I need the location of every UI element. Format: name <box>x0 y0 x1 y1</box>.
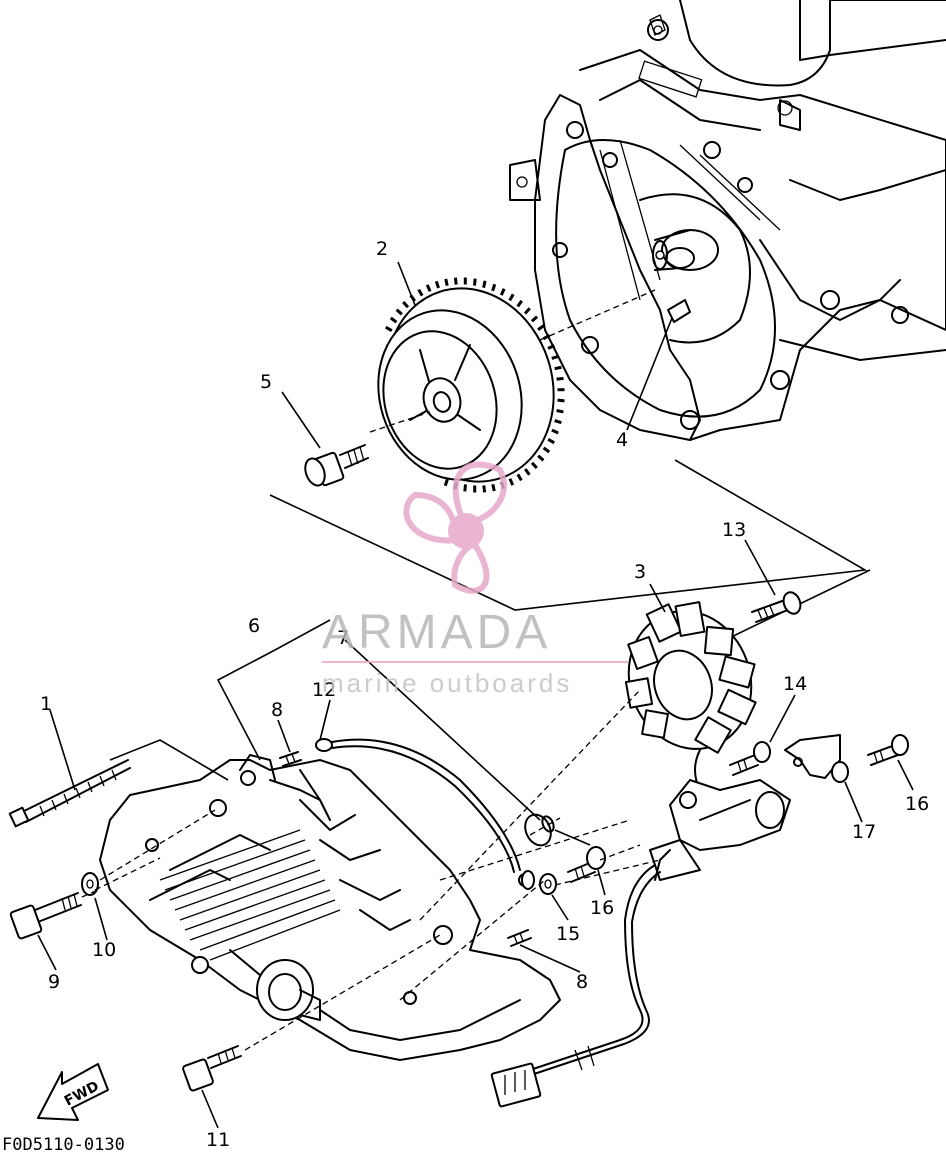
gear-tooth <box>554 365 562 371</box>
gear-tooth <box>530 315 539 323</box>
gear-tooth <box>556 376 564 381</box>
gear-tooth <box>434 280 440 289</box>
callout-10: 10 <box>92 939 116 961</box>
callout-6: 6 <box>248 615 260 637</box>
callout-14: 14 <box>783 673 807 695</box>
alignment-lines <box>81 689 661 1051</box>
callout-11: 11 <box>206 1129 230 1151</box>
gear-tooth <box>547 438 555 445</box>
gear-tooth <box>395 308 403 316</box>
washer-15 <box>539 873 557 895</box>
bracket-screw <box>567 846 606 883</box>
callout-2: 2 <box>376 238 388 260</box>
cord-bracket <box>784 734 909 783</box>
brand-watermark: ARMADA marine outboards <box>322 461 628 698</box>
gear-tooth <box>551 428 559 435</box>
gear-tooth <box>444 278 449 287</box>
gear-tooth <box>472 278 477 286</box>
collar-sleeve <box>524 813 555 847</box>
gear-tooth <box>516 299 523 308</box>
callout-8-bottom: 8 <box>576 971 588 993</box>
gear-tooth <box>491 483 496 492</box>
lower-bolt <box>182 1045 242 1092</box>
gear-tooth <box>482 485 487 493</box>
gear-tooth <box>491 283 497 292</box>
washer-10 <box>81 872 99 896</box>
pulser-coil-assembly <box>649 779 791 881</box>
dowel-pin-top <box>279 751 302 767</box>
flywheel-nut-bolt <box>304 444 369 487</box>
callout-16-right: 16 <box>905 793 929 815</box>
gear-tooth <box>542 446 551 454</box>
pulser-screw <box>729 741 771 776</box>
callout-8-top: 8 <box>271 699 283 721</box>
wire-harness-connector <box>490 864 661 1108</box>
gear-tooth <box>389 316 398 324</box>
callout-12: 12 <box>312 679 336 701</box>
dowel-pin-bottom <box>507 929 532 947</box>
propeller-logo-icon <box>403 461 507 594</box>
through-bolt <box>8 759 131 828</box>
cover-bolt <box>9 892 82 940</box>
callout-17: 17 <box>852 821 876 843</box>
callout-1: 1 <box>40 693 52 715</box>
assembly-bracket-lines <box>269 289 871 641</box>
gear-tooth <box>537 324 545 331</box>
gear-tooth <box>547 344 556 350</box>
gear-tooth <box>499 288 506 296</box>
callout-16-mid: 16 <box>590 897 614 919</box>
gear-tooth <box>417 288 424 297</box>
forward-direction-arrow: FWD <box>37 1063 109 1121</box>
gear-tooth <box>523 307 531 315</box>
gear-tooth <box>508 293 515 302</box>
gear-tooth <box>554 419 562 425</box>
flywheel-rotor <box>377 277 565 493</box>
gear-tooth <box>556 409 564 414</box>
gear-tooth <box>463 484 468 492</box>
callout-9: 9 <box>48 971 60 993</box>
callout-4: 4 <box>616 429 628 451</box>
gear-tooth <box>443 478 449 487</box>
leader-lines <box>37 261 914 1129</box>
cord-seal <box>315 738 535 890</box>
callout-7: 7 <box>337 627 349 649</box>
callout-13: 13 <box>722 519 746 541</box>
gear-tooth <box>453 277 458 285</box>
callout-3: 3 <box>634 561 646 583</box>
stator-screw <box>751 591 802 623</box>
callout-labels: 1 2 3 4 5 6 7 8 8 9 10 11 12 13 14 15 16… <box>40 238 929 1151</box>
gear-tooth <box>385 325 393 332</box>
stator-coil <box>624 601 757 791</box>
diagram-part-code: F0D5110-0130 <box>2 1135 125 1153</box>
gear-tooth <box>551 354 559 360</box>
callout-5: 5 <box>260 371 272 393</box>
engine-crankcase <box>509 0 946 441</box>
watermark-tagline: marine outboards <box>322 668 572 698</box>
gear-tooth <box>425 284 432 292</box>
gear-tooth <box>537 454 545 462</box>
callout-15: 15 <box>556 923 580 945</box>
gear-tooth <box>530 461 538 470</box>
gear-tooth <box>524 468 531 476</box>
gear-tooth <box>516 473 523 482</box>
gear-tooth <box>557 398 565 403</box>
gear-tooth <box>508 478 515 486</box>
generator-side-cover <box>99 754 561 1061</box>
gear-tooth <box>482 280 487 289</box>
watermark-brand: ARMADA <box>322 606 551 659</box>
gear-tooth <box>402 300 410 309</box>
